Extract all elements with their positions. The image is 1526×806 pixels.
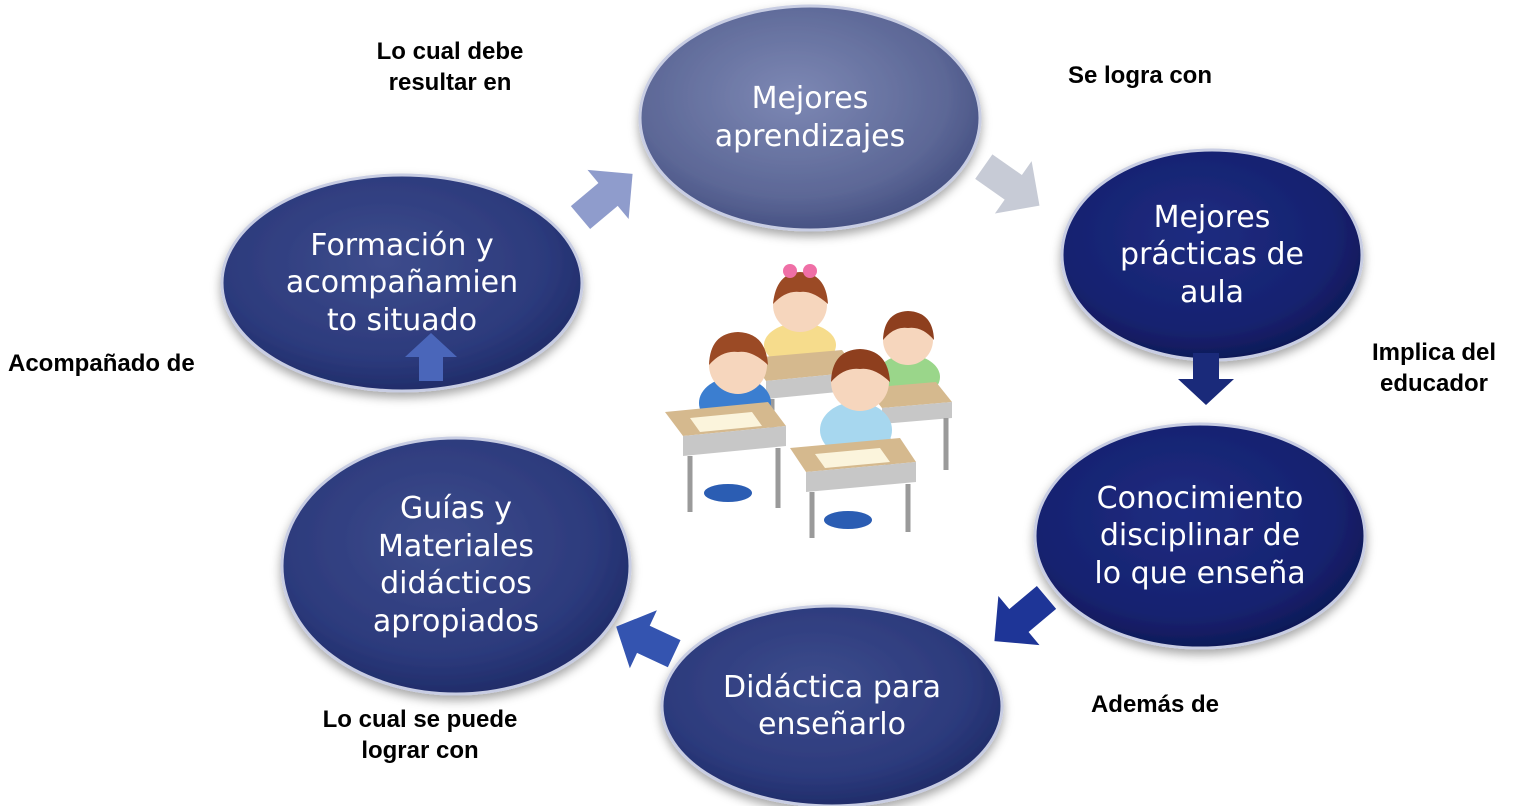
node-label-formacion: Formación y acompañamien to situado	[285, 227, 519, 338]
node-label-didactica: Didáctica para enseñarlo	[722, 669, 941, 743]
node-label-conocimiento: Conocimiento disciplinar de lo que enseñ…	[1094, 480, 1306, 591]
arrow-aprendizajes-to-practicas	[975, 154, 1040, 214]
arrow-conocimiento-to-didactica	[994, 585, 1057, 646]
node-label-mejores-aprendizajes: Mejores aprendizajes	[714, 81, 906, 154]
node-guias	[280, 436, 632, 696]
connector-label-resultar: Lo cual debe resultar en	[376, 38, 524, 97]
classroom-children-illustration	[665, 264, 952, 538]
arrow-formacion-to-aprendizajes	[570, 169, 633, 230]
connector-label-ademas: Además de	[1090, 691, 1220, 718]
node-conocimiento	[1033, 422, 1367, 650]
node-didactica	[660, 604, 1004, 806]
node-mejores-aprendizajes	[638, 4, 982, 232]
node-label-mejores-practicas: Mejores prácticas de aula	[1120, 199, 1304, 310]
arrow-practicas-to-conocimiento	[1178, 353, 1234, 405]
connector-label-lograr: Lo cual se puede lograr con	[322, 706, 518, 765]
node-formacion	[220, 173, 584, 393]
connector-label-implica: Implica del educador	[1371, 339, 1497, 398]
connector-label-se-logra: Se logra con	[1067, 62, 1213, 89]
connector-label-acompanado: Acompañado de	[8, 350, 195, 377]
arrow-didactica-to-guias	[616, 610, 681, 669]
node-label-guias: Guías y Materiales didácticos apropiados	[372, 491, 540, 639]
arrow-guias-to-formacion	[405, 333, 457, 381]
